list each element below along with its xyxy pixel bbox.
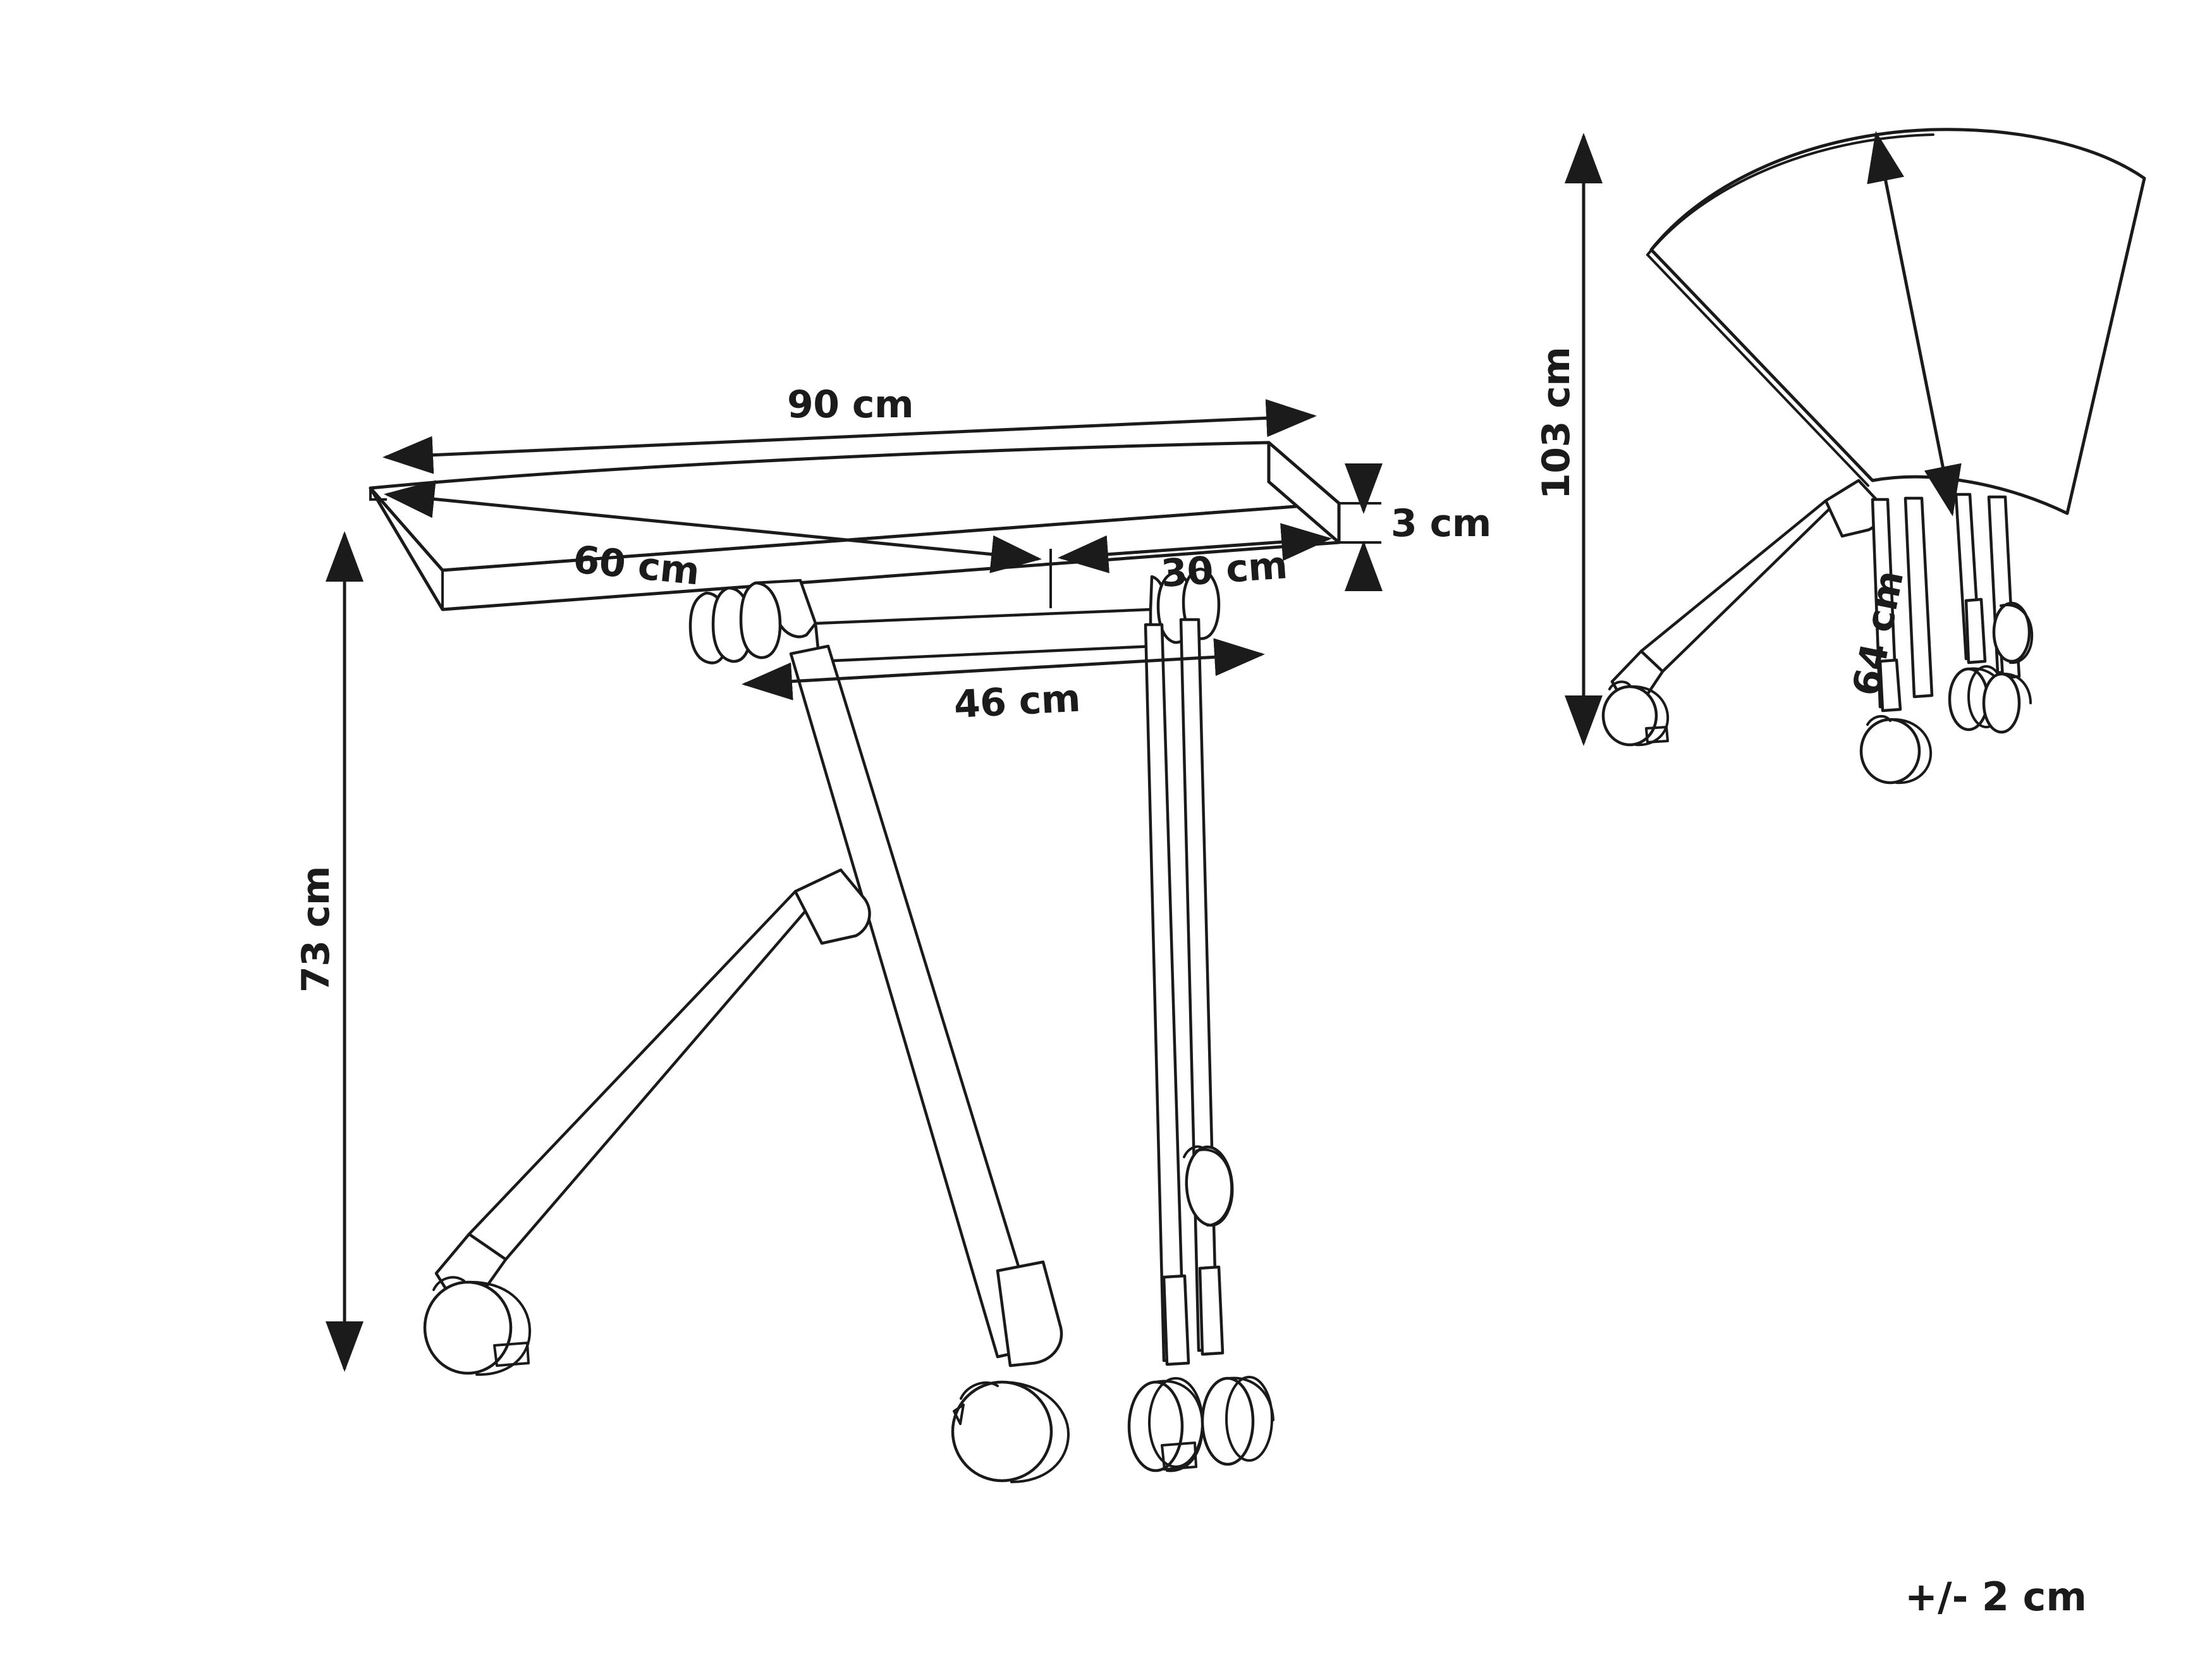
side-leg-ferrule-1 <box>1964 597 1987 664</box>
leg-left-upper-ferrule <box>793 868 871 945</box>
leg-middle-ferrule <box>996 1260 1063 1368</box>
dimension-3cm-label: 3 cm <box>1391 501 1491 546</box>
dimension-46cm-label: 46 cm <box>953 676 1081 727</box>
dimension-3cm: 3 cm <box>1339 463 1491 591</box>
side-caster-upper <box>1992 601 2034 664</box>
leg-middle <box>789 644 1063 1368</box>
leg-right <box>1144 618 1225 1366</box>
dimension-90cm: 90 cm <box>382 383 1317 474</box>
dimension-90cm-label: 90 cm <box>787 383 914 427</box>
dimension-103cm: 103 cm <box>1534 133 1603 746</box>
side-post-ferrule <box>1878 658 1902 713</box>
dimension-30cm: 30 cm <box>1058 523 1332 596</box>
tolerance-note: +/- 2 cm <box>1905 1574 2087 1620</box>
dimension-73cm-label: 73 cm <box>294 866 338 993</box>
folded-top-face <box>1649 128 2146 515</box>
side-caster-lower-2 <box>1982 672 2032 734</box>
dimension-103cm-label: 103 cm <box>1534 347 1579 499</box>
side-caster-middle <box>1859 714 1933 785</box>
main-view-group: 90 cm 60 cm 30 cm 3 cm <box>294 383 1491 1483</box>
cross-beam <box>814 608 1156 663</box>
caster-right-front <box>1127 1377 1204 1472</box>
hinge-barrel-left <box>688 579 817 664</box>
side-leg-front <box>1610 479 1883 704</box>
dimension-64cm-label: 64 cm <box>1844 567 1912 700</box>
side-caster-front <box>1601 680 1670 747</box>
leg-left-diagonal <box>434 868 871 1302</box>
side-post-middle <box>1871 496 1934 713</box>
leg-right-ferrule-2 <box>1198 1265 1225 1356</box>
dimension-30cm-label: 30 cm <box>1159 543 1288 596</box>
side-view-group: 103 cm 64 cm <box>1534 128 2146 785</box>
caster-right-outer <box>1201 1376 1274 1466</box>
caster-middle <box>951 1380 1070 1483</box>
dimension-46cm: 46 cm <box>742 638 1265 727</box>
leg-right-ferrule <box>1162 1274 1190 1366</box>
folded-tabletop <box>1646 128 2146 515</box>
caster-left <box>423 1276 532 1376</box>
caster-right-rear <box>1183 1145 1234 1227</box>
height-extension-bracket <box>369 488 387 501</box>
dimension-73cm: 73 cm <box>294 531 364 1372</box>
